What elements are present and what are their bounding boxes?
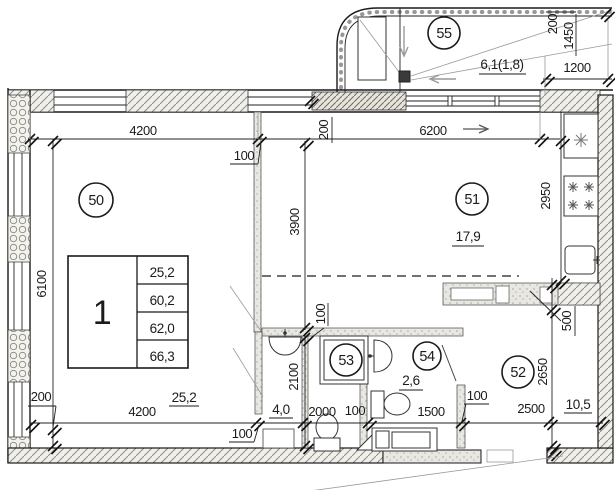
- wall-54-52: [456, 384, 466, 449]
- room-52-number: 52: [510, 365, 526, 381]
- stove: [563, 175, 599, 217]
- wall-bath-top: [261, 327, 464, 337]
- entrance-threshold: [486, 449, 514, 463]
- stamp-row-2: 62,0: [150, 321, 175, 336]
- dim-2100: 2100: [286, 363, 301, 390]
- leader-lines-balcony: [410, 9, 613, 81]
- left-wall: [7, 88, 31, 464]
- apartment-stamp: 1 25,2 60,2 62,0 66,3: [67, 255, 189, 369]
- area-label-room50: 25,2: [172, 390, 197, 405]
- dim-arrow-6200: [463, 124, 490, 134]
- area-label-room52: 10,5: [566, 397, 591, 412]
- dim-500: 500: [559, 311, 574, 332]
- dim-3900: 3900: [287, 208, 302, 235]
- area-label-room51: 17,9: [456, 229, 481, 244]
- dim-2500: 2500: [517, 401, 544, 416]
- dim-100-b2: 100: [467, 388, 488, 403]
- down-arrow-icon: [399, 26, 409, 58]
- room-markers: 50 51 52 53 54 55: [78, 16, 535, 389]
- dim-100-mid: 100: [313, 304, 328, 325]
- window-balcony: [406, 95, 540, 107]
- kitchen-sink: [564, 245, 600, 275]
- area-label-room54: 2,6: [402, 373, 420, 388]
- dim-100-bottom-left: 100: [232, 426, 253, 441]
- area-label-room55: 6,1(1,8): [480, 57, 523, 72]
- water-heater: [357, 16, 411, 83]
- dim-200-top: 200: [316, 120, 331, 141]
- room-50-number: 50: [88, 193, 104, 209]
- dim-2650: 2650: [535, 358, 550, 385]
- area-label-corridor: 4,0: [272, 402, 290, 417]
- dimension-lines: [24, 8, 615, 455]
- vent-icon: [574, 133, 588, 147]
- room-55-number: 55: [436, 26, 452, 42]
- window-top-mid: [248, 96, 312, 106]
- window-left: [13, 153, 23, 437]
- dim-6200: 6200: [419, 123, 446, 138]
- dim-2950: 2950: [538, 182, 553, 209]
- room-51-number: 51: [464, 192, 480, 208]
- dim-200-bottom-left: 200: [31, 389, 52, 404]
- stamp-row-1: 60,2: [150, 293, 175, 308]
- room-53-number: 53: [338, 353, 354, 369]
- sink-room54: [368, 339, 393, 373]
- bottom-wall: [7, 447, 614, 464]
- dim-100-b1: 100: [345, 403, 366, 418]
- wall-50-corr: [254, 331, 263, 415]
- sink-corridor: [268, 329, 302, 356]
- dim-4200-top: 4200: [129, 123, 156, 138]
- cabinet-room54: [371, 427, 438, 452]
- dim-1200: 1200: [563, 60, 590, 75]
- leader-lines: [229, 285, 564, 490]
- window-top-left: [54, 96, 126, 106]
- toilet-room53: [313, 413, 341, 452]
- dim-6100: 6100: [34, 270, 49, 297]
- dim-2000: 2000: [308, 404, 335, 419]
- toilet-room54: [370, 390, 411, 419]
- balcony-outline: [336, 7, 614, 97]
- right-wall: [597, 94, 614, 449]
- dim-4200-bottom: 4200: [128, 404, 155, 419]
- stove-burner-icons: [568, 182, 594, 210]
- left-arrow-icon: [428, 74, 456, 84]
- dim-200-balcony: 200: [545, 14, 560, 35]
- door-leaf-room50: [262, 428, 295, 449]
- kitchen-cabinet: [563, 113, 599, 159]
- dim-100-top: 100: [234, 148, 255, 163]
- room-54-number: 54: [419, 349, 435, 365]
- stamp-row-3: 66,3: [150, 349, 175, 364]
- top-wall: [7, 89, 613, 113]
- dim-1450: 1450: [561, 22, 576, 49]
- interior-walls: [253, 111, 601, 449]
- dim-1500: 1500: [417, 404, 444, 419]
- flat-number: 1: [93, 294, 112, 332]
- stamp-row-0: 25,2: [150, 265, 175, 280]
- door-leaf-room54: [441, 344, 457, 382]
